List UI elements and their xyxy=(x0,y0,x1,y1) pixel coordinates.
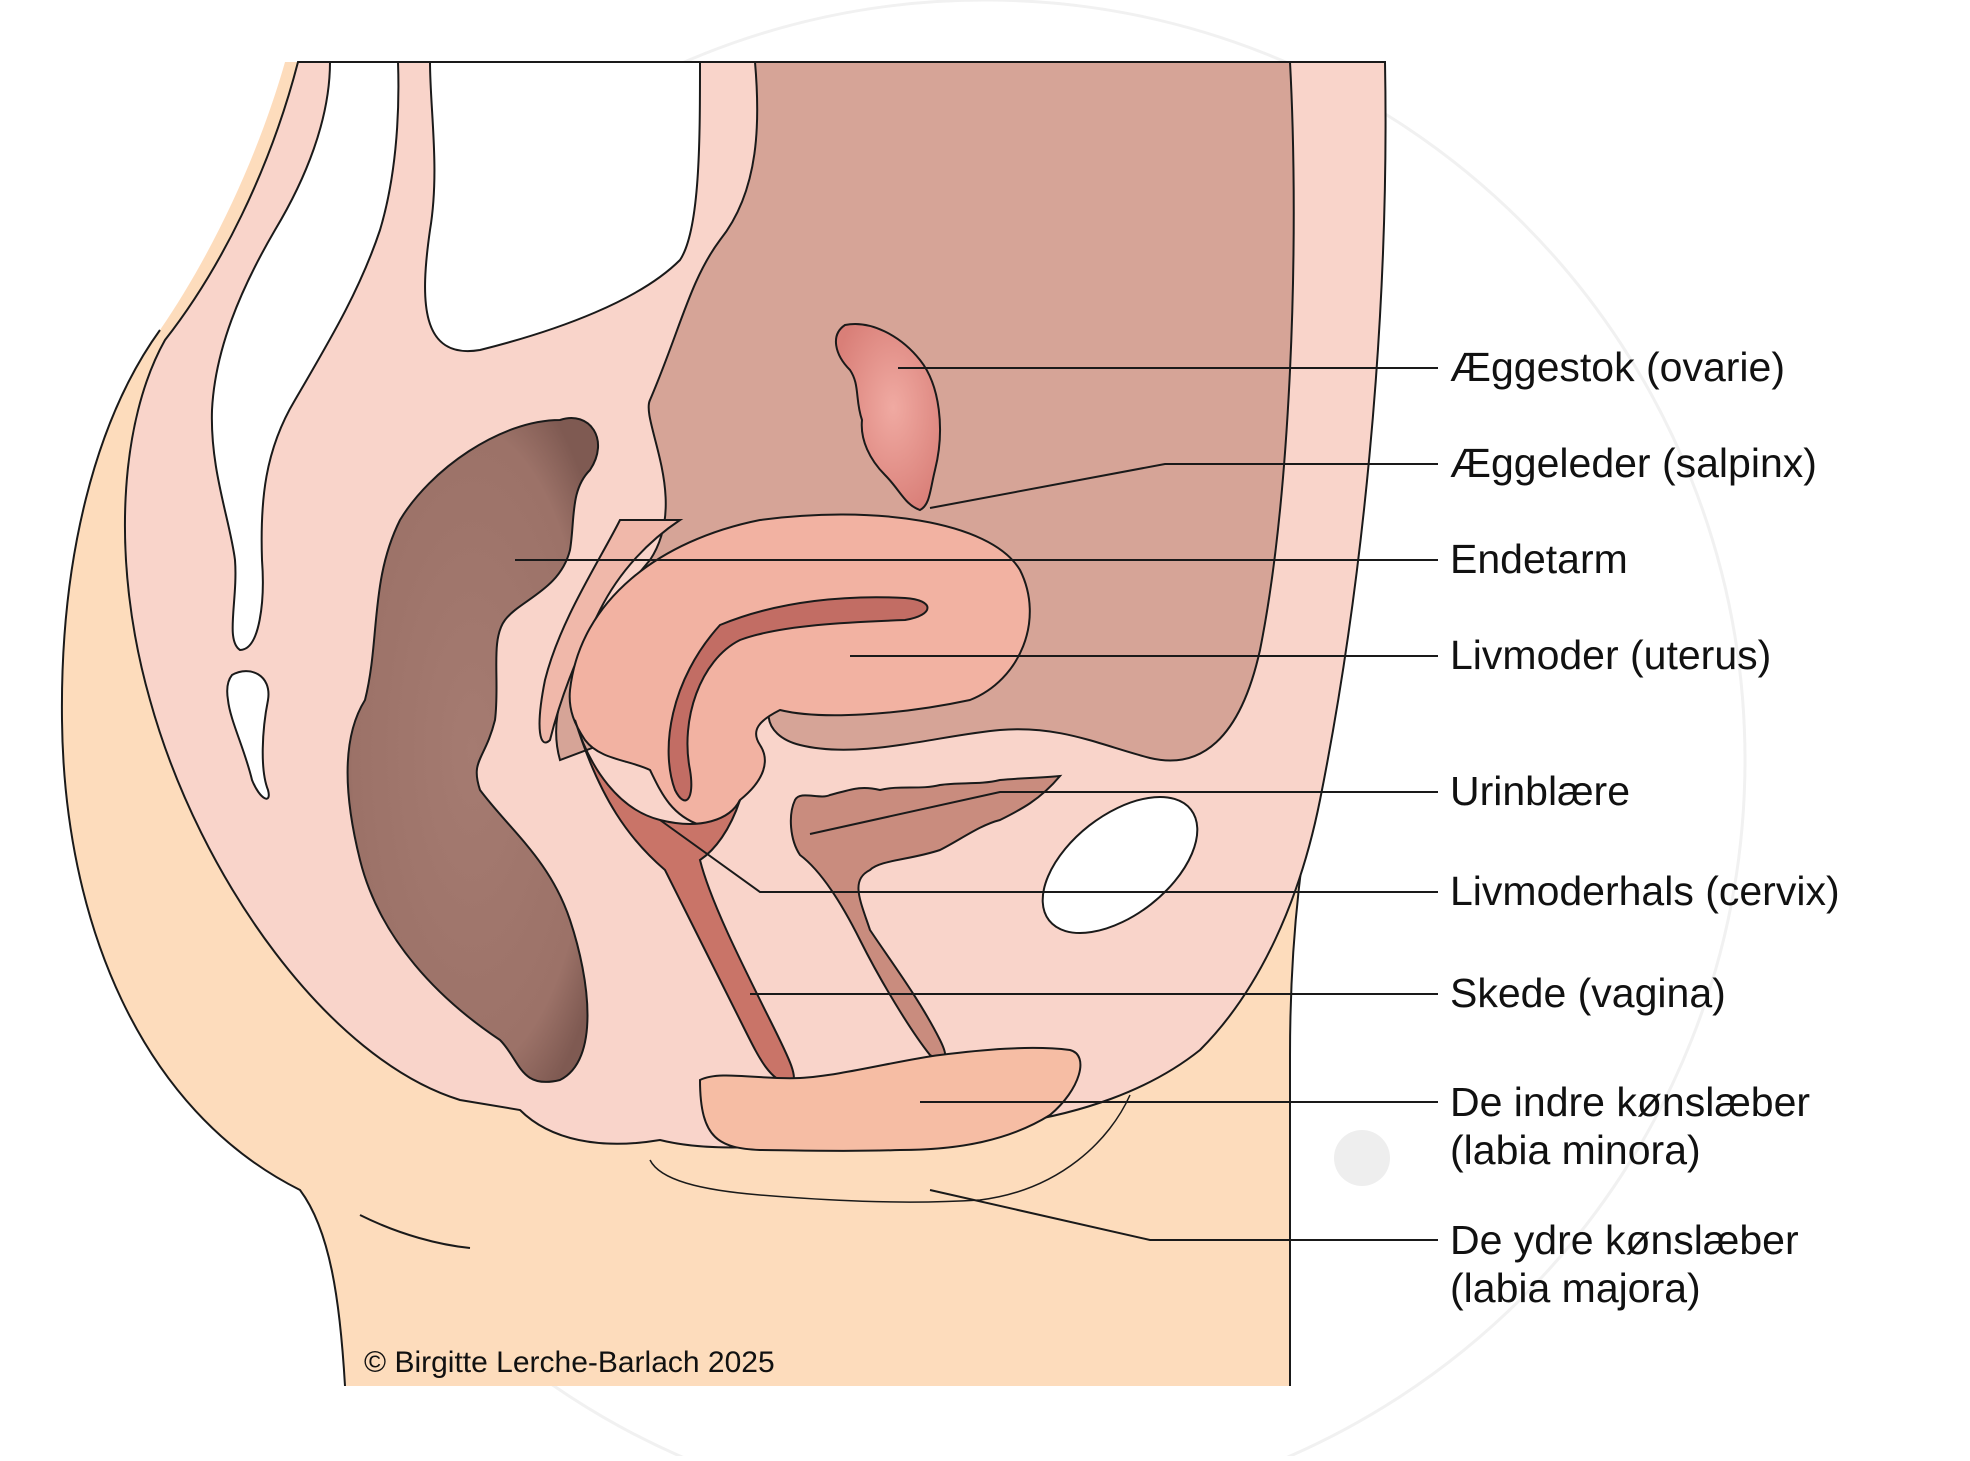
label-labia-minora-2: (labia minora) xyxy=(1450,1127,1701,1173)
abdomen-white xyxy=(424,61,702,353)
ovary-shape xyxy=(835,323,941,512)
bladder-urethra xyxy=(789,774,1063,1061)
labia-minora-shape xyxy=(698,1046,1082,1152)
buttock-crease xyxy=(359,1214,471,1249)
label-labia-minora-1: De indre kønslæber xyxy=(1450,1079,1811,1125)
leader-tube xyxy=(929,463,1438,509)
coccyx-white xyxy=(226,670,270,800)
copyright-text: © Birgitte Lerche-Barlach 2025 xyxy=(364,1346,775,1379)
label-ovary: Æggestok (ovarie) xyxy=(1450,344,1785,390)
leader-cervix xyxy=(659,819,1438,893)
label-vagina: Skede (vagina) xyxy=(1450,970,1726,1016)
label-labia-majora-2: (labia majora) xyxy=(1450,1265,1701,1311)
leader-labia-majora xyxy=(929,1189,1438,1241)
leader-lines xyxy=(515,367,1438,1241)
label-labia-majora-1: De ydre kønslæber xyxy=(1450,1217,1799,1263)
pubic-bone xyxy=(1041,796,1199,934)
sacrum-white-outer xyxy=(210,61,400,652)
labia-majora-line xyxy=(649,1094,1131,1203)
label-bladder: Urinblære xyxy=(1450,768,1630,814)
vagina-canal xyxy=(574,719,795,1087)
uterine-cavity xyxy=(667,596,929,802)
label-rectum: Endetarm xyxy=(1450,536,1628,582)
label-cervix: Livmoderhals (cervix) xyxy=(1450,868,1840,914)
rectum-shape xyxy=(346,417,600,1083)
leader-bladder xyxy=(809,791,1438,835)
watermark-dot xyxy=(1334,1130,1390,1186)
label-tube: Æggeleder (salpinx) xyxy=(1450,440,1817,486)
peritoneal-fold xyxy=(538,519,684,744)
skin-outline xyxy=(60,329,346,1387)
label-uterus: Livmoder (uterus) xyxy=(1450,632,1772,678)
